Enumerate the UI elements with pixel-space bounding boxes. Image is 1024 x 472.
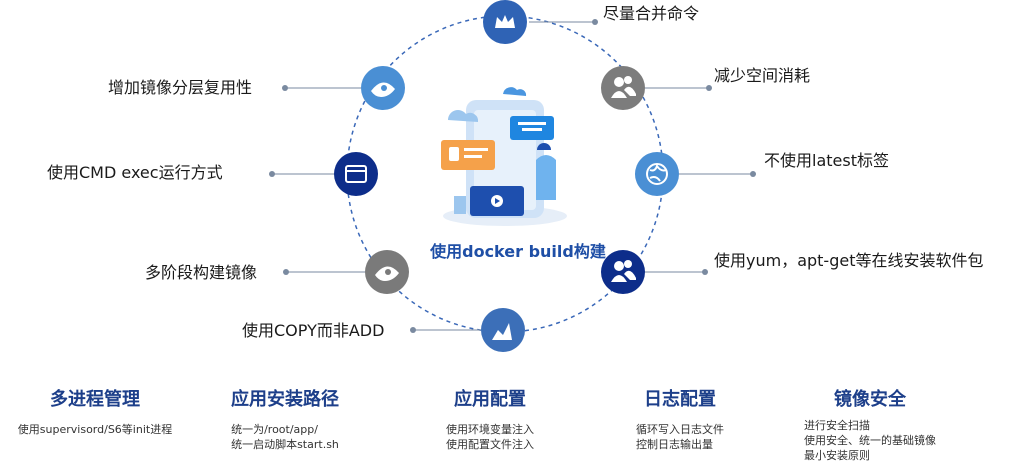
- node-label-3: 不使用latest标签: [764, 151, 889, 170]
- center-illustration: [441, 87, 567, 226]
- leader-dot-3: [750, 171, 756, 177]
- node-label-8: 增加镜像分层复用性: [108, 78, 253, 97]
- node-3-circle[interactable]: [635, 152, 679, 196]
- eye-icon: [371, 82, 395, 97]
- window-icon: [345, 165, 367, 183]
- leader-dot-7: [269, 171, 275, 177]
- bottom-desc: 使用环境变量注入使用配置文件注入: [446, 423, 534, 451]
- node-label-6: 多阶段构建镜像: [145, 263, 258, 282]
- bottom-desc: 使用supervisord/S6等init进程: [17, 423, 173, 436]
- eye-icon: [375, 266, 399, 281]
- bottom-desc: 进行安全扫描使用安全、统一的基础镜像最小安装原则: [804, 419, 936, 462]
- bottom-heading: 多进程管理: [50, 389, 140, 410]
- bottom-col-5: 镜像安全 进行安全扫描使用安全、统一的基础镜像最小安装原则: [790, 388, 950, 463]
- chart-icon: [492, 323, 512, 340]
- node-2-circle[interactable]: [601, 66, 645, 110]
- bottom-heading: 应用安装路径: [231, 389, 339, 410]
- node-7-circle[interactable]: [334, 152, 378, 196]
- leader-dot-1: [592, 19, 598, 25]
- crown-icon: [495, 15, 515, 28]
- node-label-2: 减少空间消耗: [714, 66, 811, 85]
- bottom-col-4: 日志配置 循环写入日志文件控制日志输出量: [600, 388, 760, 452]
- node-label-7: 使用CMD exec运行方式: [47, 163, 223, 182]
- bottom-heading: 镜像安全: [834, 389, 906, 410]
- bottom-desc: 统一为/root/app/统一启动脚本start.sh: [231, 423, 339, 451]
- bottom-col-2: 应用安装路径 统一为/root/app/统一启动脚本start.sh: [200, 388, 370, 452]
- leader-dot-5: [410, 327, 416, 333]
- node-label-5: 使用COPY而非ADD: [242, 321, 385, 340]
- node-5-circle[interactable]: [481, 308, 525, 352]
- bottom-heading: 应用配置: [454, 389, 526, 410]
- leader-dot-4: [702, 269, 708, 275]
- leader-dot-8: [282, 85, 288, 91]
- node-label-4: 使用yum，apt-get等在线安装软件包: [714, 251, 984, 270]
- bottom-desc: 循环写入日志文件控制日志输出量: [636, 423, 724, 451]
- node-label-1: 尽量合并命令: [603, 4, 700, 23]
- bottom-col-1: 多进程管理 使用supervisord/S6等init进程: [0, 388, 190, 437]
- leader-dot-6: [283, 269, 289, 275]
- center-title: 使用docker build构建: [430, 242, 606, 261]
- bottom-col-3: 应用配置 使用环境变量注入使用配置文件注入: [410, 388, 570, 452]
- bottom-heading: 日志配置: [644, 389, 716, 410]
- globe-icon: [646, 163, 668, 185]
- users-icon: [611, 76, 636, 98]
- leader-dot-2: [706, 85, 712, 91]
- node-4-circle[interactable]: [601, 250, 645, 294]
- users-icon: [611, 260, 636, 282]
